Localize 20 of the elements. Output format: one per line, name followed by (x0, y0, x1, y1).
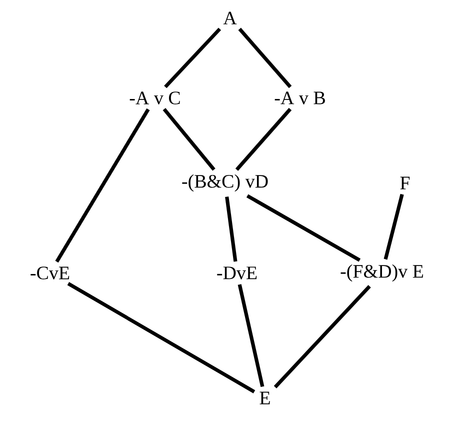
node-label: -(B&C) vD (182, 174, 268, 192)
line (246, 194, 361, 262)
node-label: F (400, 176, 410, 190)
node-label: -DvE (217, 266, 257, 280)
line (238, 28, 292, 88)
node-label: A (223, 12, 237, 24)
node-label: -CvE (30, 266, 70, 280)
line (274, 285, 371, 388)
node-label: -A v B (274, 92, 325, 104)
node-label: E (260, 392, 270, 404)
line (55, 108, 150, 263)
line (235, 108, 292, 171)
line (384, 194, 404, 260)
line (225, 196, 238, 262)
line (164, 28, 222, 88)
line (238, 284, 264, 388)
line (162, 108, 216, 171)
node-label: -A v C (130, 92, 180, 104)
node-label: -(F&D)v E (340, 264, 423, 282)
line (67, 282, 256, 394)
